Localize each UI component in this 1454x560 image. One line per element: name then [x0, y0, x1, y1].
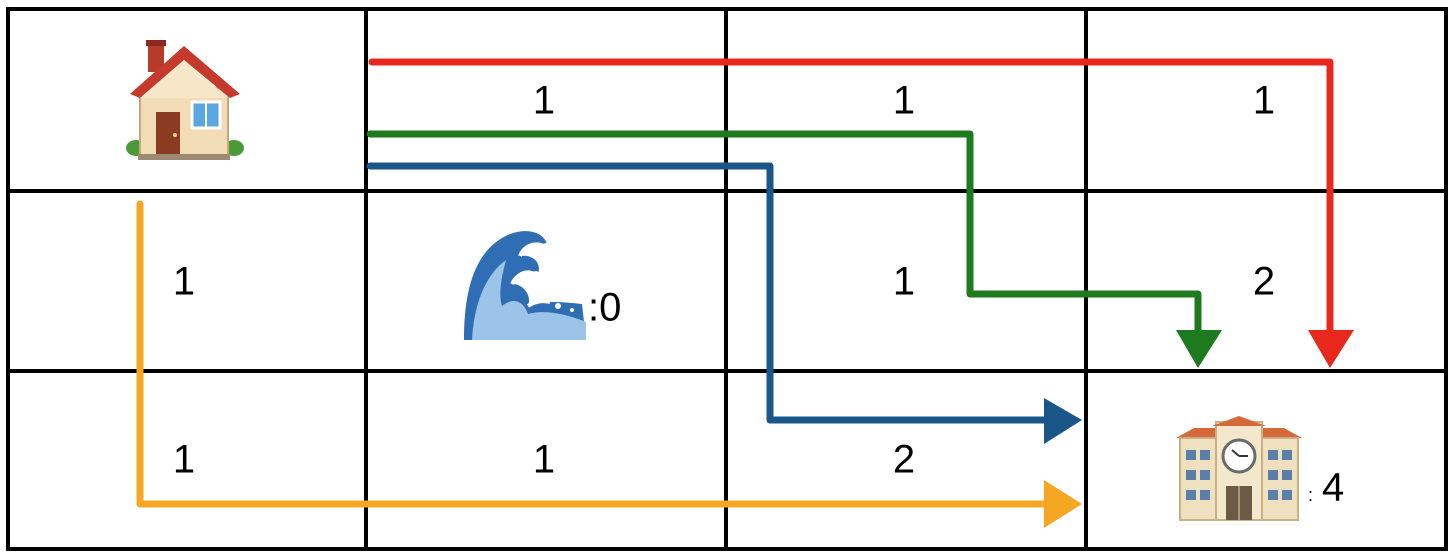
- red-path-arrowhead: [1308, 330, 1354, 368]
- cell-r1-c0: 1: [173, 260, 195, 304]
- blue-path-arrowhead: [1044, 398, 1082, 444]
- school-icon: [1176, 416, 1302, 521]
- wave-value-label: :0: [588, 286, 621, 330]
- school-value-label: 4: [1322, 466, 1344, 510]
- cell-r2-c0: 1: [173, 438, 195, 482]
- paths: [136, 58, 1354, 528]
- green-path-arrowhead: [1176, 330, 1222, 368]
- cell-r0-c3: 1: [1253, 79, 1275, 123]
- house-icon: [126, 40, 244, 160]
- blue-path: [366, 162, 1054, 424]
- cell-r1-c3: 2: [1253, 260, 1275, 304]
- cell-r2-c1: 1: [533, 438, 555, 482]
- cell-r1-c2: 1: [893, 260, 915, 304]
- grid: [6, 7, 1448, 551]
- orange-path: [136, 200, 1054, 508]
- wave-icon: [462, 226, 588, 342]
- cell-r2-c2: 2: [893, 438, 915, 482]
- orange-path-arrowhead: [1044, 480, 1082, 528]
- cell-values: 1 1 1 1 1 2 1 1 2: [173, 79, 1275, 482]
- green-path: [366, 130, 1202, 342]
- cell-r0-c1: 1: [533, 79, 555, 123]
- red-path: [368, 58, 1334, 342]
- cell-r0-c2: 1: [893, 79, 915, 123]
- school-colon: :: [1308, 485, 1313, 505]
